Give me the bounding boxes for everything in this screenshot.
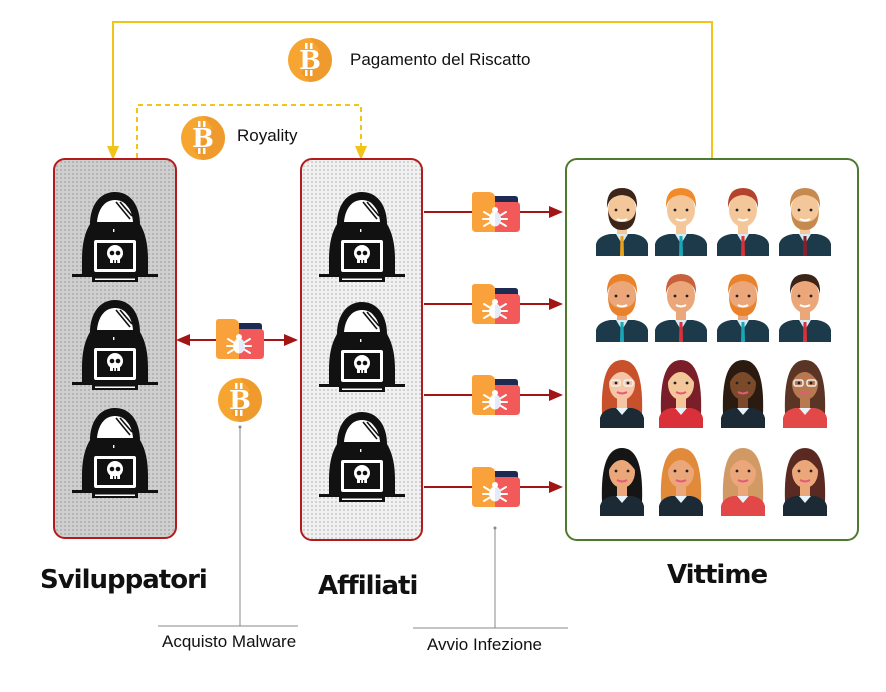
woman-avatar-icon — [592, 440, 652, 516]
hooded-hacker-icon — [70, 298, 160, 394]
malware-folder-icon — [469, 282, 521, 326]
malware-folder-icon — [469, 465, 521, 509]
infection-start-label: Avvio Infezione — [427, 635, 542, 654]
woman-avatar-icon — [775, 440, 835, 516]
man-avatar-icon — [592, 266, 652, 342]
man-avatar-icon — [713, 180, 773, 256]
svg-text:B: B — [192, 124, 214, 154]
svg-text:B: B — [299, 46, 321, 76]
man-avatar-icon — [651, 180, 711, 256]
hooded-hacker-icon — [317, 190, 407, 286]
man-avatar-icon — [713, 266, 773, 342]
malware-folder-icon — [213, 317, 265, 361]
bitcoin-icon: B — [180, 115, 226, 161]
woman-avatar-icon — [713, 352, 773, 428]
hooded-hacker-icon — [70, 190, 160, 286]
royalty-line — [136, 104, 367, 160]
svg-text:B: B — [229, 386, 251, 416]
ransom-payment-line — [107, 21, 713, 160]
developers-label: Sviluppatori — [40, 565, 208, 595]
malware-folder-icon — [469, 190, 521, 234]
hooded-hacker-icon — [70, 406, 160, 502]
woman-avatar-icon — [775, 352, 835, 428]
affiliates-label: Affiliati — [318, 571, 418, 601]
woman-avatar-icon — [713, 440, 773, 516]
victims-label: Vittime — [667, 560, 768, 590]
man-avatar-icon — [775, 266, 835, 342]
woman-avatar-icon — [592, 352, 652, 428]
ransom-payment-label: Pagamento del Riscatto — [350, 50, 531, 69]
man-avatar-icon — [775, 180, 835, 256]
malware-purchase-label: Acquisto Malware — [162, 632, 297, 651]
malware-folder-icon — [469, 373, 521, 417]
hooded-hacker-icon — [317, 410, 407, 506]
woman-avatar-icon — [651, 440, 711, 516]
man-avatar-icon — [592, 180, 652, 256]
man-avatar-icon — [651, 266, 711, 342]
hooded-hacker-icon — [317, 300, 407, 396]
bitcoin-icon: B — [287, 37, 333, 83]
royalty-label: Royality — [237, 126, 298, 145]
bitcoin-icon: B — [217, 377, 263, 423]
woman-avatar-icon — [651, 352, 711, 428]
